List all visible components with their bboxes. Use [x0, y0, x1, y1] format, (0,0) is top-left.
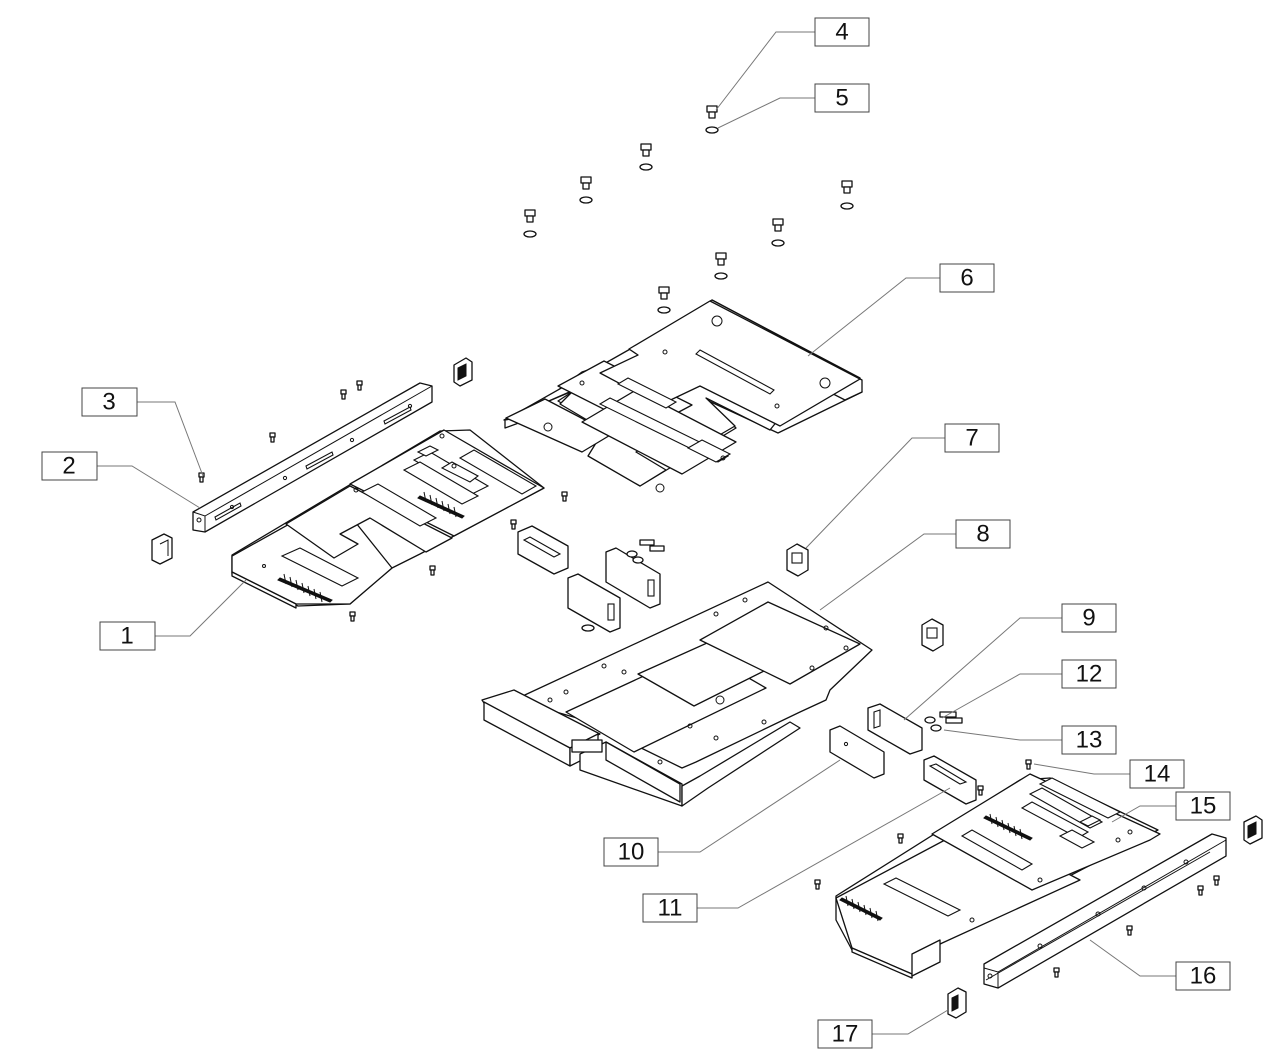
- callout-15: 15: [1175, 791, 1231, 821]
- callout-10-label: 10: [618, 839, 645, 866]
- callout-3: 3: [81, 387, 138, 417]
- callout-12-label: 12: [1076, 661, 1103, 688]
- screw-4f: [771, 218, 785, 247]
- callout-15-label: 15: [1190, 793, 1217, 820]
- callout-8-label: 8: [976, 521, 989, 548]
- callout-14: 14: [1129, 759, 1185, 789]
- callout-7: 7: [944, 423, 1000, 453]
- part-1-left-slide-tray: [231, 429, 545, 609]
- callout-13: 13: [1061, 725, 1117, 755]
- screw-4e: [840, 180, 854, 210]
- center-screws-washers: [581, 539, 665, 632]
- callout-17-label: 17: [832, 1021, 859, 1048]
- callout-13-label: 13: [1076, 727, 1103, 754]
- part-12-screws-13-washers: [924, 711, 963, 732]
- callout-8: 8: [955, 519, 1011, 549]
- callout-6: 6: [939, 263, 995, 293]
- callout-7-label: 7: [965, 425, 978, 452]
- part-4-screws-and-part-5-washers: [523, 105, 854, 314]
- part-7-clip-block-b: [921, 618, 944, 652]
- bracket-center-c: [567, 573, 621, 633]
- end-cap-left-bottom: [151, 533, 173, 565]
- part-15-right-slide-tray: [835, 773, 1161, 979]
- callout-5-label: 5: [835, 85, 848, 112]
- part-10-bracket: [829, 725, 885, 779]
- end-cap-right-top: [1243, 815, 1263, 845]
- callout-12: 12: [1061, 659, 1117, 689]
- part-7-clip-block: [786, 543, 809, 577]
- callout-4: 4: [814, 17, 870, 47]
- callout-9: 9: [1061, 603, 1117, 633]
- callout-6-label: 6: [960, 265, 973, 292]
- part-8-base-frame: [481, 581, 873, 807]
- bracket-center-b: [605, 547, 661, 609]
- part-3-small-screws: [198, 380, 568, 622]
- screw-4b: [639, 143, 653, 171]
- screw-4g: [714, 252, 728, 280]
- end-cap-left-top: [453, 357, 473, 387]
- callout-11-label: 11: [658, 895, 683, 922]
- screw-4d: [523, 209, 537, 238]
- screw-4c: [579, 176, 593, 204]
- screw-4h: [657, 286, 671, 314]
- callout-1-label: 1: [120, 623, 133, 650]
- callout-16: 16: [1175, 961, 1231, 991]
- part-2-left-rail: [192, 382, 433, 533]
- callout-3-label: 3: [102, 389, 115, 416]
- callout-5: 5: [814, 83, 870, 113]
- callout-14-label: 14: [1144, 761, 1171, 788]
- callout-17: 17: [817, 1019, 873, 1049]
- callout-2: 2: [41, 451, 98, 481]
- part-16-right-rail: [983, 833, 1227, 989]
- callout-16-label: 16: [1190, 963, 1217, 990]
- part-9-bracket: [867, 703, 923, 755]
- callout-9-label: 9: [1082, 605, 1095, 632]
- leader-lines: [97, 31, 1176, 1035]
- callout-4-label: 4: [835, 19, 848, 46]
- bracket-center-a: [517, 525, 569, 575]
- part-11-bracket: [923, 755, 977, 805]
- part-17-end-cap: [947, 987, 967, 1019]
- callout-11: 11: [642, 893, 698, 923]
- callout-2-label: 2: [62, 453, 75, 480]
- part-6-top-plate: [503, 299, 863, 493]
- right-small-screws: [814, 759, 1220, 978]
- callout-1: 1: [99, 621, 156, 651]
- callout-10: 10: [603, 837, 659, 867]
